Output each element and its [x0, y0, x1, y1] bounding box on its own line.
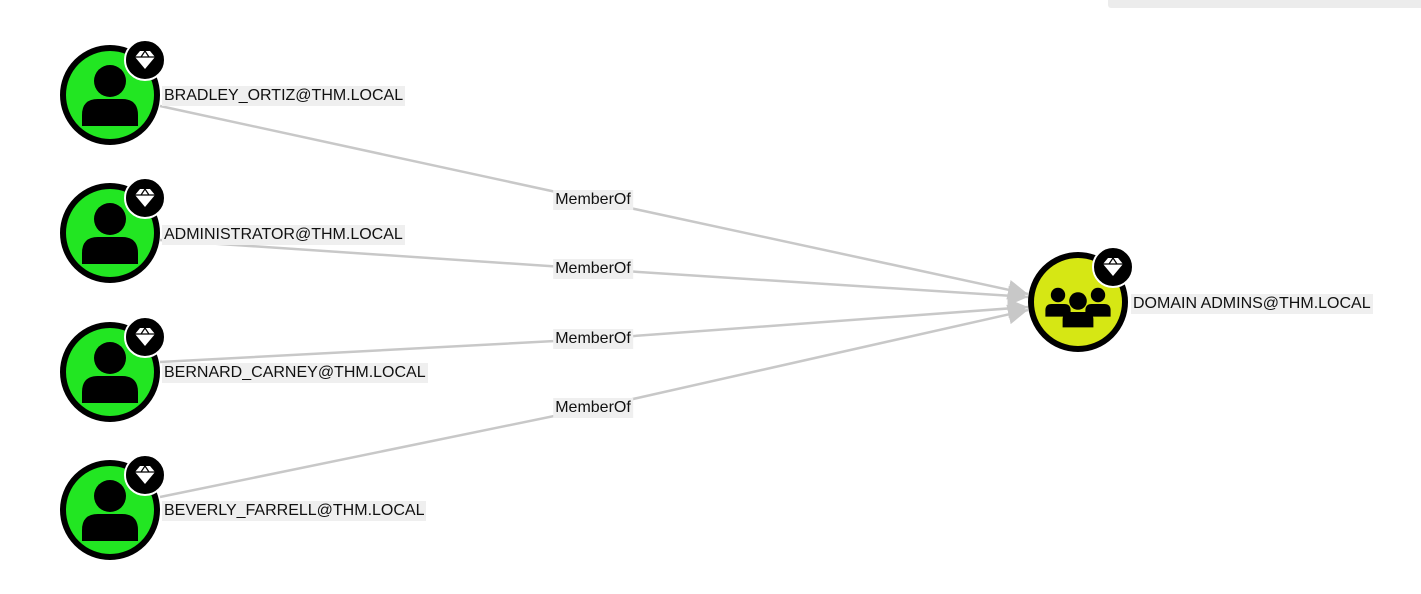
corner-panel [1108, 0, 1421, 8]
group-node[interactable] [1028, 246, 1134, 352]
group-icon [1045, 287, 1111, 328]
edge-label[interactable]: MemberOf [553, 259, 633, 279]
edges-layer [159, 104, 1029, 499]
diamond-icon [124, 454, 166, 496]
edge-label[interactable]: MemberOf [553, 190, 633, 210]
user-node[interactable] [60, 177, 166, 283]
user-icon [82, 203, 138, 264]
edge-label[interactable]: MemberOf [553, 329, 633, 349]
user-icon [82, 342, 138, 403]
diamond-icon [124, 177, 166, 219]
diamond-icon [124, 316, 166, 358]
node-label[interactable]: BRADLEY_ORTIZ@THM.LOCAL [162, 86, 406, 106]
nodes-layer [60, 39, 1134, 560]
user-node[interactable] [60, 39, 166, 145]
node-label[interactable]: ADMINISTRATOR@THM.LOCAL [162, 225, 405, 245]
user-node[interactable] [60, 454, 166, 560]
node-label[interactable]: DOMAIN ADMINS@THM.LOCAL [1131, 294, 1373, 314]
diamond-icon [124, 39, 166, 81]
user-icon [82, 65, 138, 126]
diamond-icon [1092, 246, 1134, 288]
node-label[interactable]: BERNARD_CARNEY@THM.LOCAL [162, 363, 428, 383]
user-node[interactable] [60, 316, 166, 422]
edge-label[interactable]: MemberOf [553, 398, 633, 418]
node-label[interactable]: BEVERLY_FARRELL@THM.LOCAL [162, 501, 427, 521]
user-icon [82, 480, 138, 541]
